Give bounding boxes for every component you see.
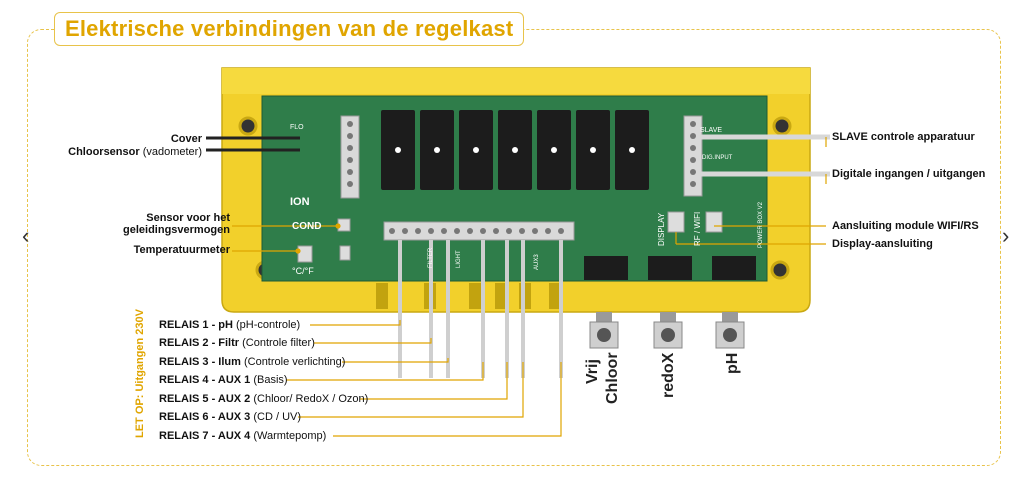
right-terminal-block [683, 115, 703, 197]
relay-leader-lines [286, 320, 562, 437]
prev-arrow-icon[interactable]: ‹ [22, 223, 30, 248]
connector-label-vrij: Vrij [584, 359, 601, 384]
wifi-connector [705, 211, 723, 233]
bnc-connector-redox [653, 312, 683, 349]
relay-label-3: RELAIS 3 - Ilum (Controle verlichting) [159, 356, 346, 368]
board-light: LIGHT [456, 250, 462, 268]
relay-label-2: RELAIS 2 - Filtr (Controle filter) [159, 337, 315, 349]
board-filter: FILTER [428, 247, 434, 268]
left-cables [206, 136, 300, 152]
label-temp: Temperatuurmeter [133, 244, 230, 256]
socket-2 [648, 256, 692, 280]
board-cond: COND [292, 221, 321, 232]
board-flo: FLO [290, 124, 304, 131]
left-leader-lines [232, 223, 341, 254]
mount-hole-tr [772, 116, 792, 136]
mount-hole-br [770, 260, 790, 280]
relay-label-7: RELAIS 7 - AUX 4 (Warmtepomp) [159, 430, 327, 442]
connector-label-redox: redoX [660, 352, 677, 398]
connector-label-chloor: Chloor [604, 352, 621, 404]
bnc-connector-ph [715, 312, 745, 349]
board-aux3: AUX3 [534, 254, 540, 270]
label-chloor: Chloorsensor (vadometer) [68, 146, 202, 158]
relay-label-5: RELAIS 5 - AUX 2 (Chloor/ RedoX / Ozon) [159, 393, 369, 405]
connector-label-ph: pH [724, 352, 741, 374]
board-slave: SLAVE [700, 127, 722, 134]
next-arrow-icon[interactable]: › [1002, 223, 1010, 248]
warning-230v: LET OP: Uitgangen 230V [134, 309, 146, 438]
relay-bank [381, 110, 649, 190]
board-ion: ION [290, 196, 310, 208]
label-cond-2: geleidingsvermogen [123, 224, 230, 236]
socket-1 [584, 256, 628, 280]
diagram-title: Elektrische verbindingen van de regelkas… [54, 12, 525, 46]
temp-connector [297, 245, 313, 263]
label-display: Display-aansluiting [832, 238, 933, 250]
bnc-connector-vrij [589, 312, 619, 349]
socket-3 [712, 256, 756, 280]
label-cond-1: Sensor voor het [146, 212, 230, 224]
relay-cables [398, 240, 563, 378]
relay-label-6: RELAIS 6 - AUX 3 (CD / UV) [159, 411, 302, 423]
case-top-lip [222, 68, 810, 94]
board-display: DISPLAY [657, 212, 666, 246]
display-connector [667, 211, 685, 233]
right-cables [700, 134, 830, 177]
board-rf-wifi: RF / WIFI [693, 212, 702, 246]
relay-label-4: RELAIS 4 - AUX 1 (Basis) [159, 374, 288, 386]
board-dig-input: DIG.INPUT [702, 155, 733, 161]
board-power-box: POWER BOX V2 [758, 201, 764, 248]
right-leader-lines [675, 137, 827, 245]
bottom-terminal-strip [383, 221, 575, 241]
label-digital: Digitale ingangen / uitgangen [832, 168, 986, 180]
label-slave: SLAVE controle apparatuur [832, 131, 975, 143]
board-temp: °C/°F [292, 266, 314, 276]
label-wifi: Aansluiting module WIFI/RS [832, 220, 979, 232]
label-cover: Cover [170, 133, 202, 145]
relay-label-1: RELAIS 1 - pH (pH-controle) [159, 319, 301, 331]
mount-hole-tl [238, 116, 258, 136]
